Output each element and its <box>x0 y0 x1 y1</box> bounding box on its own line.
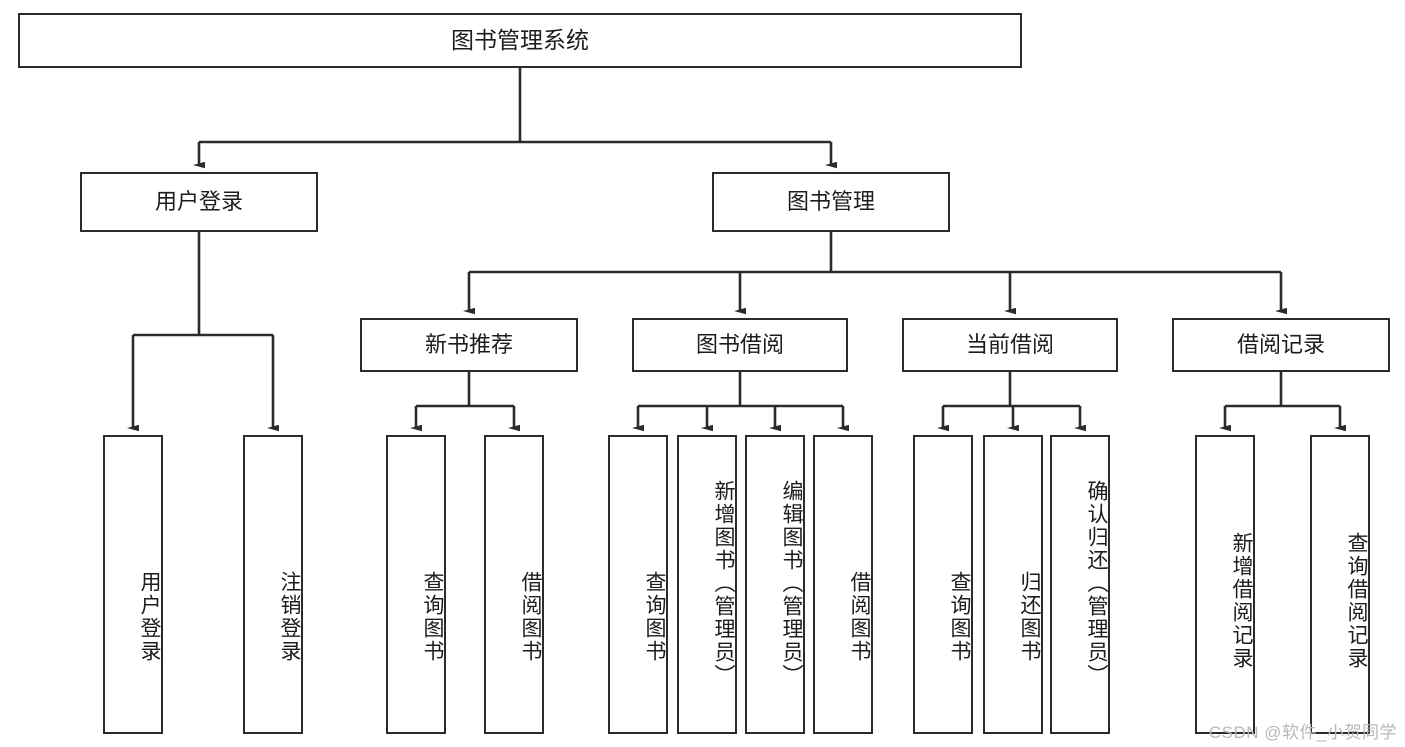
leaf-confirm-return-admin[interactable]: 确认归还（管理员） <box>1050 435 1110 734</box>
leaf-query-book-new[interactable]: 查询图书 <box>386 435 446 734</box>
leaf-query-book-current-label: 查询图书 <box>948 570 971 663</box>
csdn-watermark: CSDN @软件_小贺同学 <box>1209 718 1397 743</box>
node-book-management-label: 图书管理 <box>786 189 875 215</box>
leaf-borrow-book[interactable]: 借阅图书 <box>813 435 873 734</box>
node-new-book-recommend[interactable]: 新书推荐 <box>360 318 578 372</box>
node-current-borrow[interactable]: 当前借阅 <box>902 318 1118 372</box>
node-root-label: 图书管理系统 <box>451 26 589 53</box>
node-book-borrow-label: 图书借阅 <box>695 332 784 358</box>
node-user-login[interactable]: 用户登录 <box>80 172 318 232</box>
leaf-return-book-label: 归还图书 <box>1018 570 1041 663</box>
leaf-query-book-borrow[interactable]: 查询图书 <box>608 435 668 734</box>
leaf-query-borrow-record-label: 查询借阅记录 <box>1345 531 1368 670</box>
node-book-management[interactable]: 图书管理 <box>712 172 950 232</box>
node-borrow-record[interactable]: 借阅记录 <box>1172 318 1390 372</box>
node-book-borrow[interactable]: 图书借阅 <box>632 318 848 372</box>
leaf-borrow-book-new[interactable]: 借阅图书 <box>484 435 544 734</box>
leaf-query-book-new-label: 查询图书 <box>421 570 444 663</box>
leaf-user-login[interactable]: 用户登录 <box>103 435 163 734</box>
leaf-borrow-book-label: 借阅图书 <box>848 570 871 663</box>
leaf-add-borrow-record-label: 新增借阅记录 <box>1230 531 1253 670</box>
node-user-login-label: 用户登录 <box>154 189 243 215</box>
node-borrow-record-label: 借阅记录 <box>1236 332 1325 358</box>
leaf-return-book[interactable]: 归还图书 <box>983 435 1043 734</box>
leaf-query-borrow-record[interactable]: 查询借阅记录 <box>1310 435 1370 734</box>
leaf-edit-book-admin-label: 编辑图书（管理员） <box>780 480 803 687</box>
csdn-watermark-text: CSDN @软件_小贺同学 <box>1208 723 1397 742</box>
node-root-library-system[interactable]: 图书管理系统 <box>18 13 1022 68</box>
leaf-query-book-borrow-label: 查询图书 <box>643 570 666 663</box>
node-current-borrow-label: 当前借阅 <box>965 332 1054 358</box>
node-new-book-recommend-label: 新书推荐 <box>424 332 513 358</box>
leaf-query-book-current[interactable]: 查询图书 <box>913 435 973 734</box>
leaf-borrow-book-new-label: 借阅图书 <box>519 570 542 663</box>
leaf-user-login-label: 用户登录 <box>138 570 161 663</box>
leaf-confirm-return-admin-label: 确认归还（管理员） <box>1085 480 1108 687</box>
leaf-logout-label: 注销登录 <box>278 570 301 663</box>
leaf-add-borrow-record[interactable]: 新增借阅记录 <box>1195 435 1255 734</box>
leaf-edit-book-admin[interactable]: 编辑图书（管理员） <box>745 435 805 734</box>
leaf-add-book-admin-label: 新增图书（管理员） <box>712 480 735 687</box>
leaf-add-book-admin[interactable]: 新增图书（管理员） <box>677 435 737 734</box>
leaf-logout[interactable]: 注销登录 <box>243 435 303 734</box>
